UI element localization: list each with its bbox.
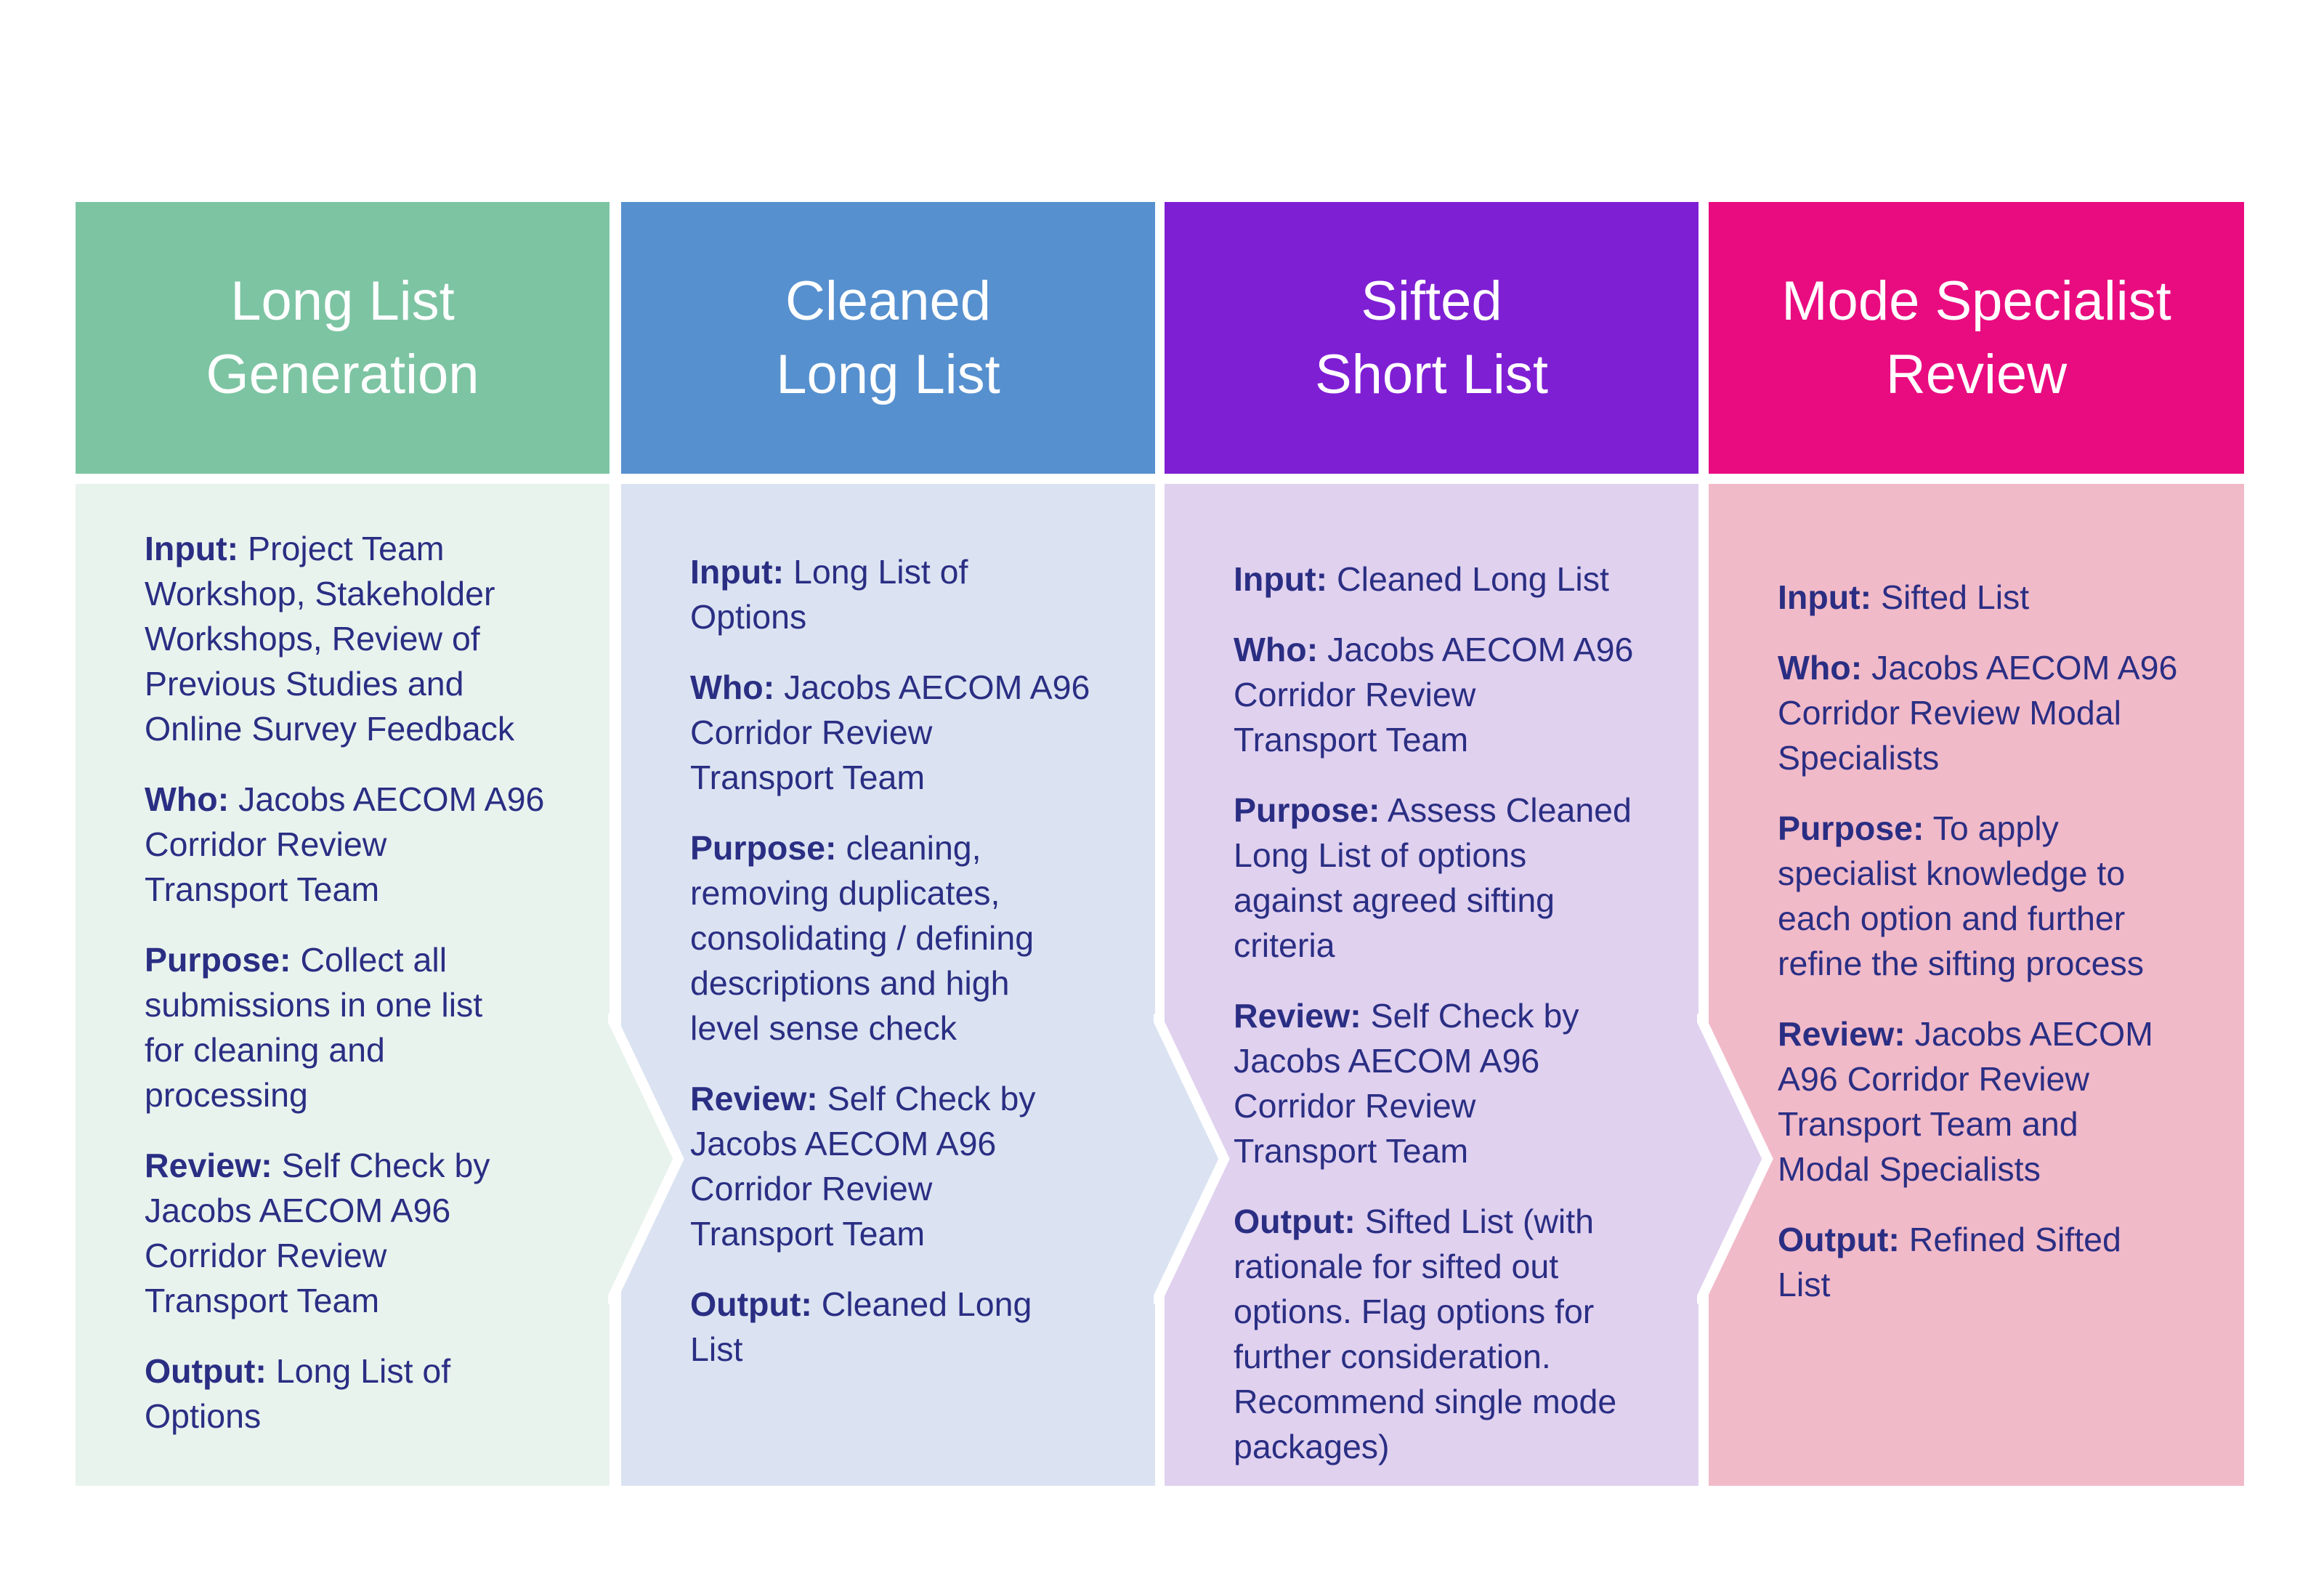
field-mode-specialist-review-who: Who: Jacobs AECOM A96 Corridor Review Mo…	[1778, 645, 2224, 780]
field-label: Who:	[145, 780, 230, 818]
field-text: Sifted List (with rationale for sifted o…	[1234, 1202, 1617, 1465]
field-label: Purpose:	[1234, 791, 1380, 829]
field-label: Input:	[145, 530, 239, 567]
field-label: Output:	[1234, 1202, 1356, 1240]
column-header-sifted-short-list: Sifted Short List	[1165, 202, 1699, 474]
field-mode-specialist-review-output: Output: Refined Sifted List	[1778, 1217, 2224, 1307]
field-text: Refined Sifted List	[1778, 1221, 2121, 1303]
field-long-list-generation-who: Who: Jacobs AECOM A96 Corridor Review Tr…	[145, 777, 589, 912]
field-label: Review:	[1234, 997, 1361, 1035]
field-label: Output:	[145, 1352, 267, 1390]
field-text: Self Check by Jacobs AECOM A96 Corridor …	[690, 1080, 1036, 1253]
field-text: Jacobs AECOM A96 Corridor Review Modal S…	[1778, 649, 2178, 777]
field-text: Assess Cleaned Long List of options agai…	[1234, 791, 1632, 964]
field-cleaned-long-list-purpose: Purpose: cleaning, removing duplicates, …	[690, 825, 1135, 1051]
field-long-list-generation-review: Review: Self Check by Jacobs AECOM A96 C…	[145, 1143, 589, 1323]
field-text: Self Check by Jacobs AECOM A96 Corridor …	[1234, 997, 1579, 1170]
field-text: Long List of Options	[690, 553, 968, 636]
field-cleaned-long-list-input: Input: Long List of Options	[690, 549, 1135, 639]
field-label: Output:	[1778, 1221, 1900, 1258]
field-mode-specialist-review-purpose: Purpose: To apply specialist knowledge t…	[1778, 806, 2224, 986]
field-label: Who:	[690, 668, 775, 706]
field-cleaned-long-list-review: Review: Self Check by Jacobs AECOM A96 C…	[690, 1076, 1135, 1256]
field-label: Who:	[1778, 649, 1863, 687]
field-text: To apply specialist knowledge to each op…	[1778, 809, 2145, 982]
field-sifted-short-list-review: Review: Self Check by Jacobs AECOM A96 C…	[1234, 993, 1678, 1173]
field-label: Review:	[145, 1147, 272, 1184]
column-body-long-list-generation: Input: Project Team Workshop, Stakeholde…	[76, 484, 610, 1486]
field-label: Output:	[690, 1285, 812, 1323]
field-sifted-short-list-purpose: Purpose: Assess Cleaned Long List of opt…	[1234, 788, 1678, 968]
field-cleaned-long-list-output: Output: Cleaned Long List	[690, 1282, 1135, 1372]
field-text: Jacobs AECOM A96 Corridor Review Transpo…	[145, 780, 545, 908]
column-header-long-list-generation: Long List Generation	[76, 202, 610, 474]
field-sifted-short-list-input: Input: Cleaned Long List	[1234, 557, 1678, 602]
field-label: Purpose:	[145, 941, 291, 979]
field-text: Sifted List	[1881, 578, 2030, 616]
field-cleaned-long-list-who: Who: Jacobs AECOM A96 Corridor Review Tr…	[690, 665, 1135, 800]
column-header-cleaned-long-list: Cleaned Long List	[621, 202, 1155, 474]
column-header-mode-specialist-review: Mode Specialist Review	[1709, 202, 2244, 474]
field-mode-specialist-review-input: Input: Sifted List	[1778, 575, 2224, 620]
field-label: Who:	[1234, 631, 1319, 668]
field-sifted-short-list-who: Who: Jacobs AECOM A96 Corridor Review Tr…	[1234, 627, 1678, 762]
field-label: Review:	[690, 1080, 818, 1117]
field-sifted-short-list-output: Output: Sifted List (with rationale for …	[1234, 1199, 1678, 1469]
field-text: Jacobs AECOM A96 Corridor Review Transpo…	[1234, 631, 1634, 759]
field-long-list-generation-input: Input: Project Team Workshop, Stakeholde…	[145, 526, 589, 751]
field-label: Input:	[690, 553, 785, 591]
field-text: Self Check by Jacobs AECOM A96 Corridor …	[145, 1147, 490, 1319]
field-long-list-generation-output: Output: Long List of Options	[145, 1348, 589, 1439]
field-text: Jacobs AECOM A96 Corridor Review Transpo…	[690, 668, 1090, 796]
field-label: Purpose:	[690, 829, 837, 867]
field-mode-specialist-review-review: Review: Jacobs AECOM A96 Corridor Review…	[1778, 1011, 2224, 1192]
field-text: Long List of Options	[145, 1352, 451, 1435]
field-text: Cleaned Long List	[1337, 560, 1609, 598]
field-label: Input:	[1234, 560, 1328, 598]
field-text: Collect all submissions in one list for …	[145, 941, 483, 1114]
field-label: Review:	[1778, 1015, 1906, 1053]
field-label: Purpose:	[1778, 809, 1924, 847]
field-text: Project Team Workshop, Stakeholder Works…	[145, 530, 515, 748]
field-text: Jacobs AECOM A96 Corridor Review Transpo…	[1778, 1015, 2153, 1188]
field-text: Cleaned Long List	[690, 1285, 1032, 1368]
field-text: cleaning, removing duplicates, consolida…	[690, 829, 1035, 1047]
field-label: Input:	[1778, 578, 1872, 616]
field-long-list-generation-purpose: Purpose: Collect all submissions in one …	[145, 937, 589, 1117]
